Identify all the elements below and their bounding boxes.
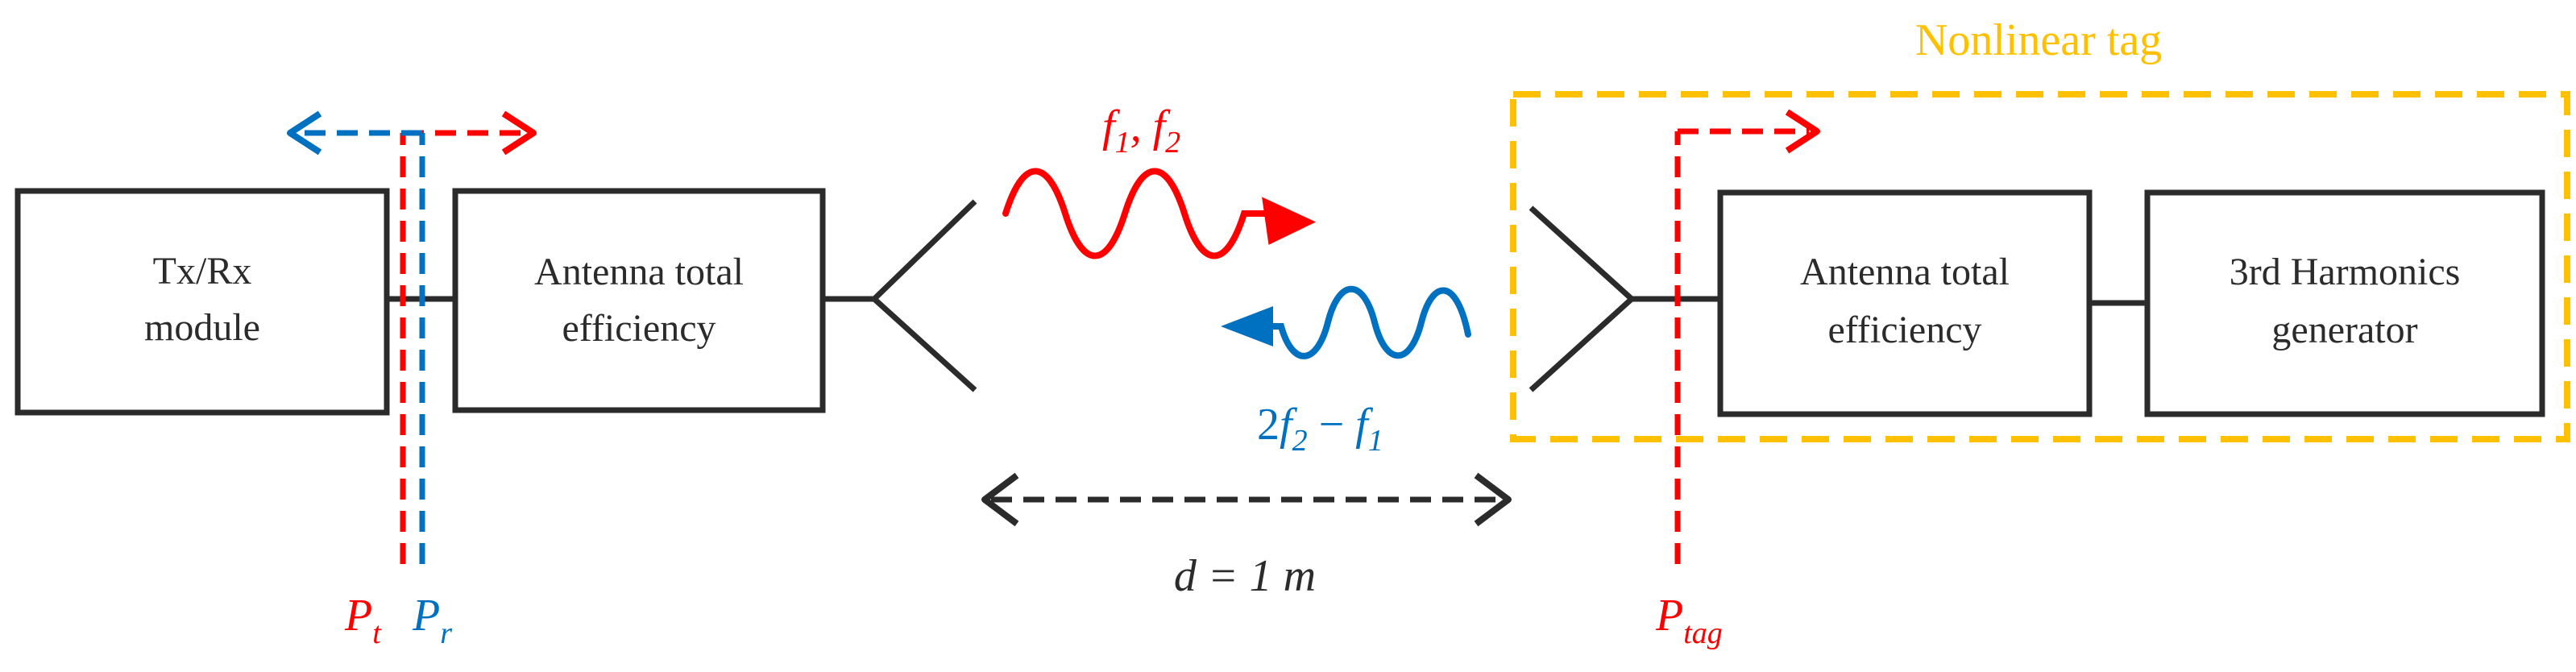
antenna-efficiency-box-right [1717, 189, 2093, 417]
harmonics-generator-box [2144, 189, 2545, 417]
rx-freq-label: 2f2 − f1 [1257, 400, 1383, 458]
pr-arrow-icon [287, 110, 322, 156]
distance-label: d = 1 m [1174, 551, 1316, 601]
tx-wave [1002, 168, 1317, 259]
pt-label: Pt [344, 591, 382, 650]
ptag-label: Ptag [1655, 591, 1723, 650]
antenna-left-label-line1: Antenna total [534, 251, 744, 293]
antenna-right-label-line1: Antenna total [1800, 251, 2010, 293]
txrx-label-line1: Tx/Rx [153, 250, 252, 292]
harmonics-label-line1: 3rd Harmonics [2230, 251, 2461, 293]
distance-right-arrow-icon [1474, 472, 1512, 527]
txrx-module-box [15, 188, 390, 416]
antenna-right-label-line2: efficiency [1828, 309, 1982, 351]
ptag-arrow-icon [1785, 109, 1820, 154]
ptag-measure-line [1674, 109, 1820, 564]
rx-wave-arrow-icon [1221, 306, 1273, 346]
harmonics-label-line2: generator [2271, 309, 2417, 351]
tag-title: Nonlinear tag [1915, 15, 2162, 65]
antenna-left-label-line2: efficiency [562, 307, 716, 350]
rx-wave [1221, 285, 1471, 359]
right-antenna-icon [1529, 205, 1720, 392]
tag-enclosure [1510, 91, 2570, 442]
pr-measure-line [287, 110, 425, 564]
tx-wave-arrow-icon [1262, 197, 1317, 245]
left-antenna-icon [823, 199, 977, 392]
pr-label: Pr [412, 591, 452, 650]
distance-left-arrow-icon [981, 472, 1019, 527]
antenna-efficiency-box-left [452, 188, 826, 413]
distance-arrow [981, 472, 1512, 527]
pt-arrow-icon [501, 110, 537, 156]
txrx-label-line2: module [144, 306, 260, 349]
tx-freq-label: f1, f2 [1102, 102, 1180, 160]
